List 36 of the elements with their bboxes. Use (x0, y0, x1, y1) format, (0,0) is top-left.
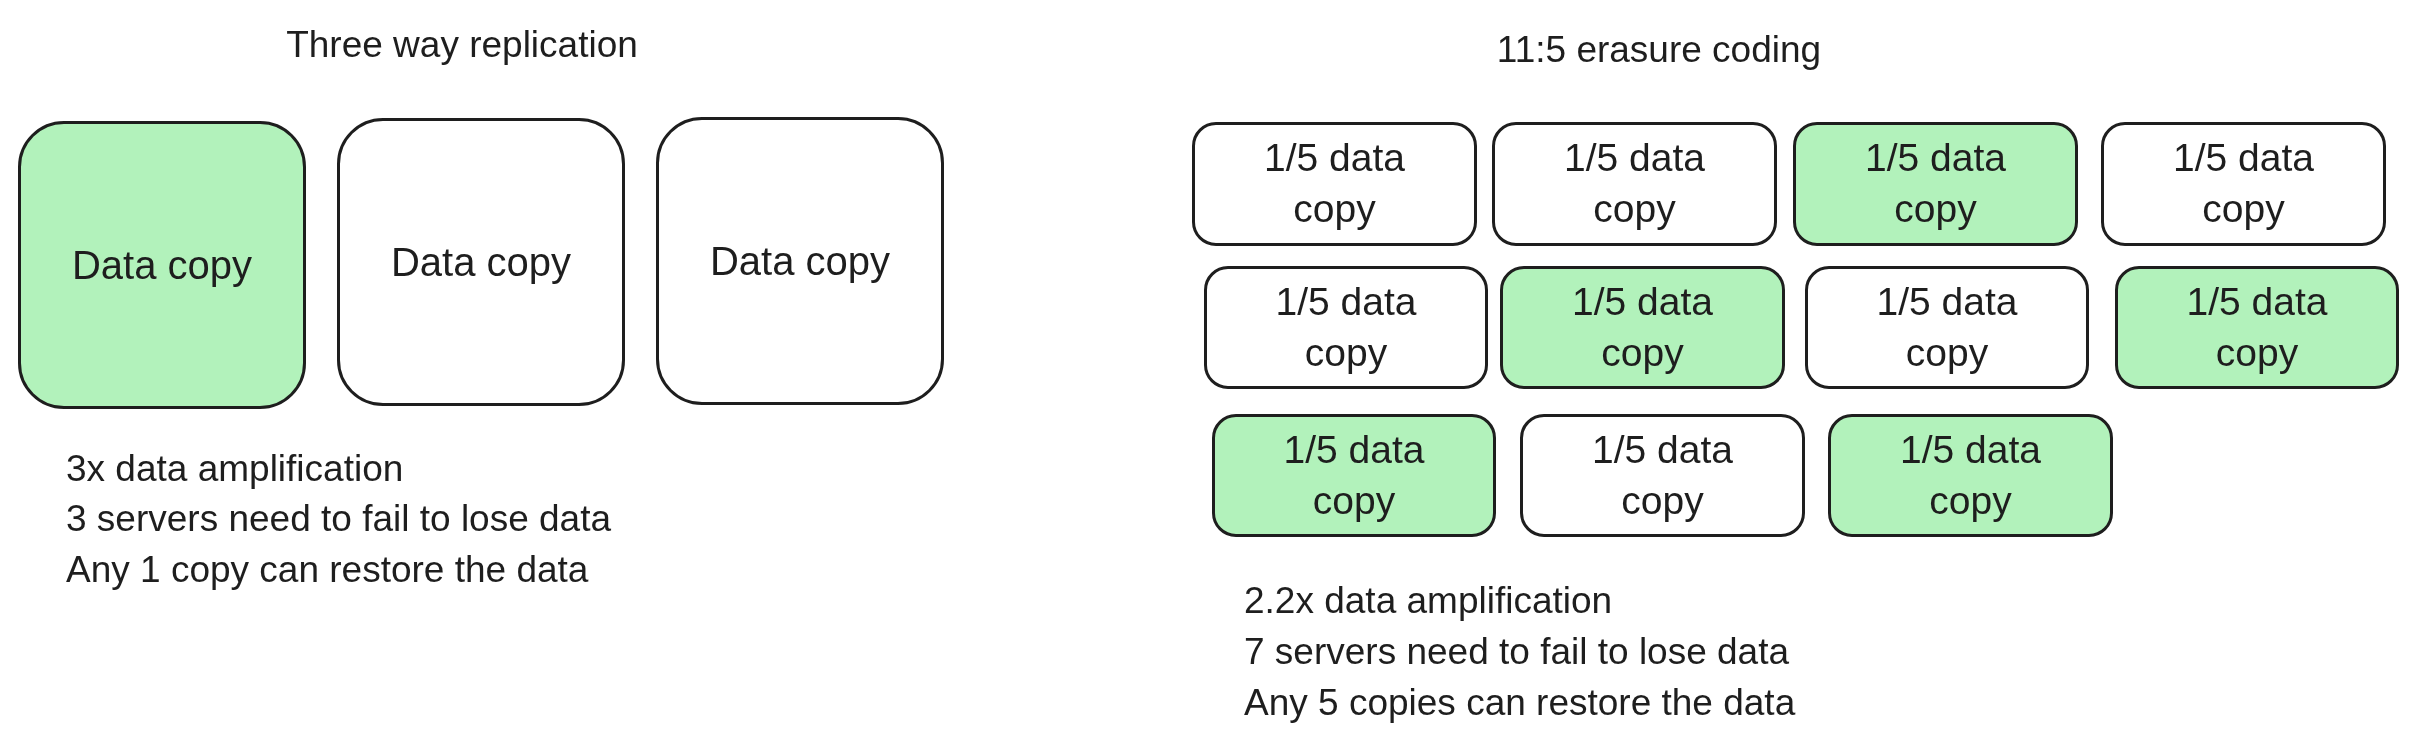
block-label: 1/5 data copy (1875, 278, 2019, 376)
section-title: 11:5 erasure coding (1496, 27, 1822, 72)
block-label: 1/5 data copy (2185, 278, 2329, 376)
block-label: Data copy (71, 242, 253, 289)
note-text: 3 servers need to fail to lose data (66, 496, 612, 541)
note-text: Any 1 copy can restore the data (66, 547, 589, 592)
block-label: Data copy (390, 239, 572, 286)
block-label: 1/5 data copy (1563, 135, 1706, 232)
block-label: Data copy (709, 238, 891, 285)
section-title: Three way replication (286, 22, 638, 67)
data-copy-block (1520, 414, 1805, 537)
note-text: 2.2x data amplification (1244, 578, 1613, 623)
note-text: 7 servers need to fail to lose data (1244, 629, 1790, 674)
data-copy-block (1492, 122, 1777, 246)
block-label: 1/5 data copy (2172, 135, 2315, 232)
data-copy-block (1192, 122, 1477, 246)
data-copy-block (1500, 266, 1785, 389)
data-copy-block (656, 117, 944, 405)
block-label: 1/5 data copy (1899, 426, 2042, 524)
data-copy-block (2115, 266, 2399, 389)
block-label: 1/5 data copy (1282, 426, 1426, 524)
note-text: Any 5 copies can restore the data (1244, 680, 1796, 725)
block-label: 1/5 data copy (1591, 426, 1734, 524)
data-copy-block (1212, 414, 1496, 537)
block-label: 1/5 data copy (1274, 278, 1418, 376)
data-copy-block (337, 118, 625, 406)
data-copy-block (18, 121, 306, 409)
data-copy-block (1805, 266, 2089, 389)
data-copy-block (1828, 414, 2113, 537)
data-copy-block (2101, 122, 2386, 246)
block-label: 1/5 data copy (1263, 135, 1406, 232)
note-text: 3x data amplification (66, 446, 404, 491)
block-label: 1/5 data copy (1571, 278, 1714, 376)
block-label: 1/5 data copy (1864, 135, 2007, 232)
data-copy-block (1204, 266, 1488, 389)
data-copy-block (1793, 122, 2078, 246)
